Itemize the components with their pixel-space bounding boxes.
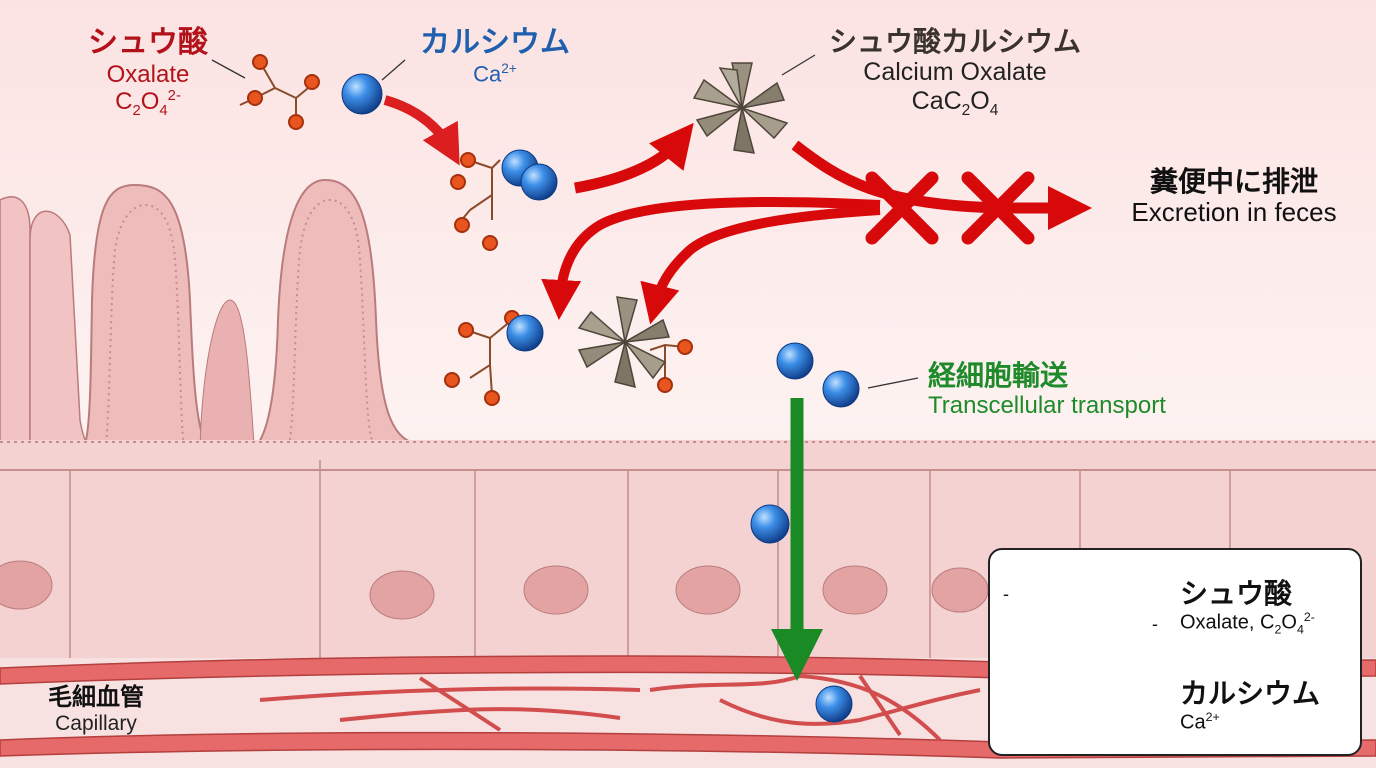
legend-atom-o: O xyxy=(1050,651,1058,662)
calcium-ion xyxy=(506,314,544,352)
excretion-en: Excretion in feces xyxy=(1131,197,1337,228)
calcium-ion xyxy=(750,504,790,544)
legend-calcium-jp: カルシウム xyxy=(1180,677,1321,710)
legend-atom-o: O xyxy=(1132,624,1140,635)
legend-atom-o: O xyxy=(1020,593,1028,604)
calcium-oxalate-formula: CaC2O4 xyxy=(911,86,999,119)
oxalate-label: シュウ酸 Oxalate C2O42- xyxy=(68,25,228,120)
excretion-label: 糞便中に排泄 Excretion in feces xyxy=(1106,165,1362,228)
transport-jp: 経細胞輸送 xyxy=(928,359,1069,392)
cell-nucleus xyxy=(822,565,888,615)
leader-lines xyxy=(211,54,919,389)
blocked-x-mark xyxy=(865,171,939,245)
legend-atom-c: C xyxy=(1055,608,1064,622)
legend-box xyxy=(988,548,1362,756)
excretion-jp: 糞便中に排泄 xyxy=(1149,165,1318,198)
calcium-ion xyxy=(776,342,814,380)
cell-nucleus xyxy=(931,567,989,613)
calcium-oxalate-crystal xyxy=(692,62,789,154)
transport-en: Transcellular transport xyxy=(928,392,1166,420)
oxalate-jp: シュウ酸 xyxy=(88,25,208,60)
legend-atom-o: O xyxy=(1101,566,1109,577)
blocked-x-mark xyxy=(961,171,1035,245)
cell-nucleus xyxy=(523,565,589,615)
cell-nucleus xyxy=(675,565,741,615)
calcium-label: カルシウム Ca2+ xyxy=(410,25,580,86)
oxalate-en: Oxalate xyxy=(106,60,190,88)
calcium-ion xyxy=(341,73,383,115)
legend-oxalate-jp: シュウ酸 xyxy=(1180,577,1293,610)
capillary-label: 毛細血管 Capillary xyxy=(30,683,162,736)
legend-calcium-formula: Ca2+ xyxy=(1180,710,1220,734)
oxalate-molecule xyxy=(444,310,520,406)
oxalate-molecule xyxy=(239,54,320,130)
capillary-en: Capillary xyxy=(55,711,137,735)
legend-oxalate-text: シュウ酸 Oxalate, C2O42- xyxy=(1180,577,1315,637)
calcium-jp: カルシウム xyxy=(420,25,570,60)
calcium-oxalate-crystal xyxy=(577,296,671,389)
cell-nucleus xyxy=(0,560,53,610)
oxalate-formula: C2O42- xyxy=(115,88,181,119)
calcium-oxalate-en: Calcium Oxalate xyxy=(863,58,1047,87)
capillary-jp: 毛細血管 xyxy=(48,683,144,711)
legend-charge: - xyxy=(1003,584,1009,604)
calcium-oxalate-label: シュウ酸カルシウム Calcium Oxalate CaC2O4 xyxy=(805,25,1105,120)
legend-oxalate-en: Oxalate, C2O42- xyxy=(1180,610,1315,637)
calcium-ion xyxy=(815,685,853,723)
cell-nucleus xyxy=(369,570,435,620)
legend-atom-c: C xyxy=(1097,599,1106,613)
legend-calcium-text: カルシウム Ca2+ xyxy=(1180,677,1321,735)
calcium-ion xyxy=(822,370,860,408)
calcium-oxalate-jp: シュウ酸カルシウム xyxy=(828,25,1081,58)
oxalate-molecule xyxy=(649,339,693,393)
legend-charge: - xyxy=(1152,614,1158,634)
calcium-formula: Ca2+ xyxy=(473,60,517,86)
intestinal-villi xyxy=(0,178,421,461)
reaction-arrows xyxy=(383,95,1092,325)
oxalate-molecule xyxy=(450,152,501,251)
transport-label: 経細胞輸送 Transcellular transport xyxy=(928,359,1228,420)
calcium-ion xyxy=(520,163,558,201)
